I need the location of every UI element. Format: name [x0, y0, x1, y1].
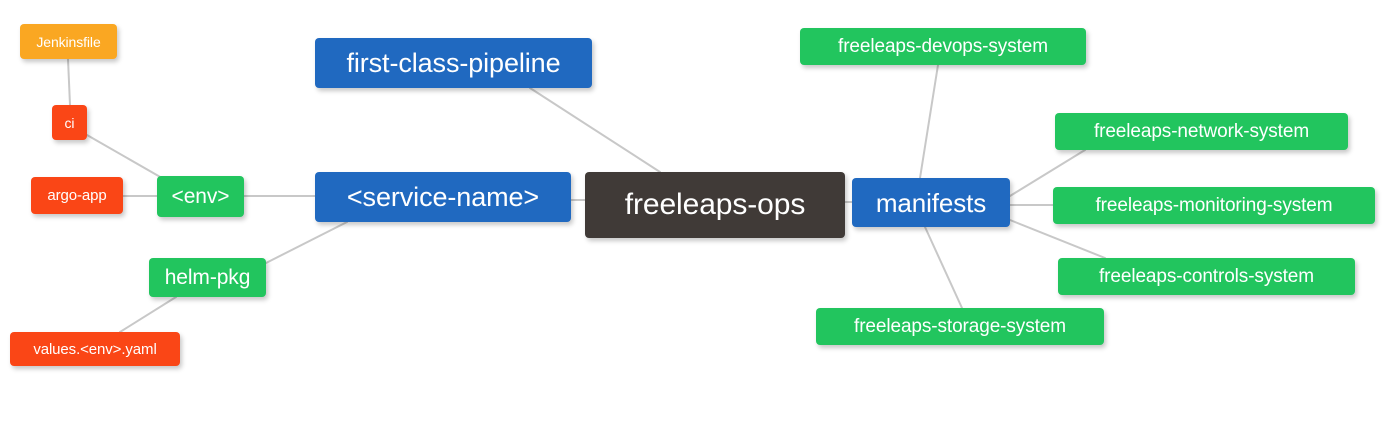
node-argo-app[interactable]: argo-app	[31, 177, 123, 214]
node-env[interactable]: <env>	[157, 176, 244, 217]
node-freeleaps-network-system[interactable]: freeleaps-network-system	[1055, 113, 1348, 150]
node-label-freeleaps-devops-system: freeleaps-devops-system	[838, 36, 1048, 57]
edge-ci-to-env	[86, 134, 163, 179]
node-label-first-class-pipeline: first-class-pipeline	[346, 47, 561, 78]
node-label-helm-pkg: helm-pkg	[164, 266, 251, 289]
node-label-manifests: manifests	[875, 187, 987, 218]
node-jenkinsfile[interactable]: Jenkinsfile	[20, 24, 117, 59]
node-label-freeleaps-storage-system: freeleaps-storage-system	[854, 316, 1066, 337]
node-freeleaps-storage-system[interactable]: freeleaps-storage-system	[816, 308, 1104, 345]
edge-first-class-pipeline-to-freeleaps-ops	[529, 87, 661, 173]
node-label-env: <env>	[171, 185, 230, 208]
node-label-values-yaml: values.<env>.yaml	[33, 340, 157, 358]
edge-helm-pkg-to-values-yaml	[119, 296, 177, 333]
edge-manifests-to-freeleaps-controls-system	[1009, 219, 1106, 259]
edge-manifests-to-freeleaps-storage-system	[924, 226, 963, 309]
node-freeleaps-devops-system[interactable]: freeleaps-devops-system	[800, 28, 1086, 65]
node-label-service-name: <service-name>	[346, 181, 540, 212]
node-values-yaml[interactable]: values.<env>.yaml	[10, 332, 180, 366]
node-freeleaps-monitoring-system[interactable]: freeleaps-monitoring-system	[1053, 187, 1375, 224]
node-manifests[interactable]: manifests	[852, 178, 1010, 227]
node-label-argo-app: argo-app	[47, 187, 107, 204]
node-freeleaps-ops[interactable]: freeleaps-ops	[585, 172, 845, 238]
node-label-ci: ci	[64, 114, 75, 131]
edge-jenkinsfile-to-ci	[67, 58, 71, 106]
node-freeleaps-controls-system[interactable]: freeleaps-controls-system	[1058, 258, 1355, 295]
node-first-class-pipeline[interactable]: first-class-pipeline	[315, 38, 592, 88]
node-label-freeleaps-controls-system: freeleaps-controls-system	[1098, 266, 1315, 287]
node-service-name[interactable]: <service-name>	[315, 172, 571, 222]
node-label-freeleaps-network-system: freeleaps-network-system	[1093, 121, 1310, 142]
node-label-freeleaps-monitoring-system: freeleaps-monitoring-system	[1095, 195, 1333, 216]
edge-manifests-to-freeleaps-devops-system	[919, 64, 939, 179]
node-helm-pkg[interactable]: helm-pkg	[149, 258, 266, 297]
node-ci[interactable]: ci	[52, 105, 87, 140]
edge-service-name-to-helm-pkg	[265, 221, 348, 264]
node-label-freeleaps-ops: freeleaps-ops	[624, 188, 806, 221]
node-label-jenkinsfile: Jenkinsfile	[36, 33, 101, 50]
